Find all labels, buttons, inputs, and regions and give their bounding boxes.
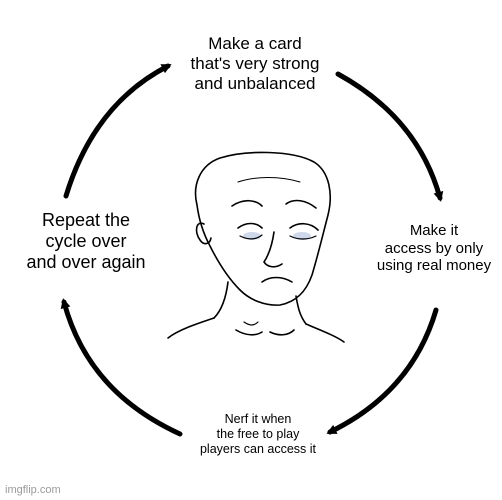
arrow-left-to-top-icon — [63, 63, 172, 199]
step-nerf-text: Nerf it when the free to play players ca… — [199, 412, 317, 456]
arrow-bottom-to-left-icon — [60, 298, 183, 437]
step-real-money-text: Make it access by only using real money — [376, 222, 492, 275]
arrow-right-to-bottom-icon — [326, 307, 439, 435]
step-make-card-text: Make a card that's very strong and unbal… — [190, 34, 320, 94]
step-repeat-text: Repeat the cycle over and over again — [26, 210, 146, 273]
sad-wojak-face-icon — [167, 151, 345, 343]
arrow-top-to-right-icon — [335, 71, 444, 202]
imgflip-watermark: imgflip.com — [5, 484, 61, 496]
